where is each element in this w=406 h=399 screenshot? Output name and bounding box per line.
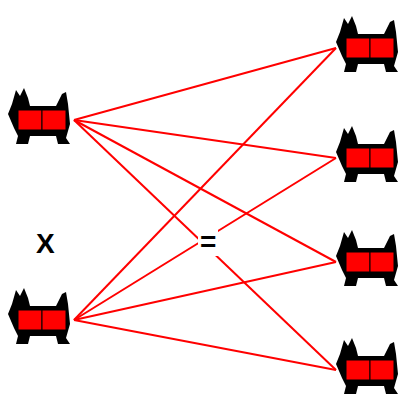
cross-line xyxy=(74,262,336,320)
dog-figure xyxy=(8,284,74,344)
dog-silhouette xyxy=(8,84,74,144)
dog-silhouette xyxy=(8,284,74,344)
dog-figure xyxy=(336,12,402,72)
dog-figure xyxy=(336,122,402,182)
dog-figure xyxy=(336,334,402,394)
equals-sign: = xyxy=(198,228,218,256)
dog-figure xyxy=(8,84,74,144)
cross-line xyxy=(74,48,336,120)
cross-line xyxy=(74,120,336,262)
cross-line xyxy=(74,48,336,320)
multiply-sign: X xyxy=(34,230,57,258)
cross-line xyxy=(74,320,336,370)
cross-line xyxy=(74,158,336,320)
dog-silhouette xyxy=(336,122,402,182)
dog-figure xyxy=(336,226,402,286)
dog-silhouette xyxy=(336,12,402,72)
cross-line xyxy=(74,120,336,370)
dog-silhouette xyxy=(336,334,402,394)
dog-silhouette xyxy=(336,226,402,286)
cross-line xyxy=(74,120,336,158)
